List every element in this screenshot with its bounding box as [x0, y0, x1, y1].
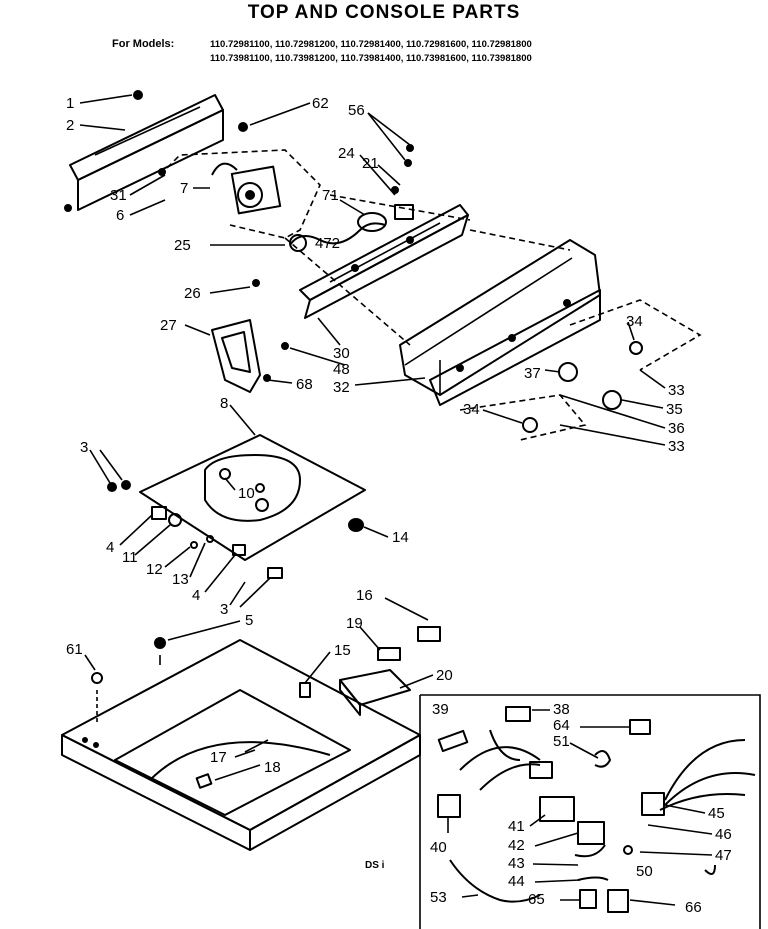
callout-32: 32: [333, 379, 350, 396]
knob-outline-lower: [459, 394, 587, 441]
callout-42: 42: [508, 837, 525, 854]
callout-47: 47: [715, 847, 732, 864]
model-numbers-line-2: 110.73981100, 110.73981200, 110.73981400…: [210, 53, 532, 64]
callout-43: 43: [508, 855, 525, 872]
callout-2: 2: [66, 117, 74, 134]
callout-40: 40: [430, 839, 447, 856]
callout-68: 68: [296, 376, 313, 393]
knob-34-lower: [522, 417, 538, 433]
callout-64: 64: [553, 717, 570, 734]
callout-21: 21: [362, 155, 379, 172]
bracket-part: [211, 279, 289, 393]
console-rail-part: [299, 204, 469, 319]
callout-12: 12: [146, 561, 163, 578]
callout-11: 11: [122, 549, 138, 566]
callout-472: 472: [315, 235, 340, 252]
callout-61: 61: [66, 641, 83, 658]
callout-24: 24: [338, 145, 355, 162]
callout-7: 7: [180, 180, 188, 197]
callout-62: 62: [312, 95, 329, 112]
callout-41: 41: [508, 818, 525, 835]
back-panel-part: [64, 90, 224, 212]
callout-labels: 1 2 62 56 24 21 31 6 7 71 25 472 26 27 3…: [66, 95, 732, 916]
console-panel-part: [399, 239, 601, 406]
callout-16: 16: [356, 587, 373, 604]
knob-outline-upper: [569, 299, 702, 371]
callout-48: 48: [333, 361, 350, 378]
callout-15: 15: [334, 642, 351, 659]
washer-top-part: [61, 637, 421, 851]
callout-39: 39: [432, 701, 449, 718]
callout-5: 5: [245, 612, 253, 629]
callout-25: 25: [174, 237, 191, 254]
knob-34-upper: [629, 341, 643, 355]
callout-36: 36: [668, 420, 685, 437]
diagram-title: TOP AND CONSOLE PARTS: [247, 2, 521, 23]
callout-8: 8: [220, 395, 228, 412]
callout-50: 50: [636, 863, 653, 880]
callout-34-lower: 34: [463, 401, 480, 418]
callout-30: 30: [333, 345, 350, 362]
callout-13: 13: [172, 571, 189, 588]
callout-45: 45: [708, 805, 725, 822]
callout-6: 6: [116, 207, 124, 224]
callout-19: 19: [346, 615, 363, 632]
screw-62: [238, 122, 248, 132]
top-cover-part: [107, 434, 366, 579]
callout-14: 14: [392, 529, 409, 546]
callout-1: 1: [66, 95, 74, 112]
timer-mount-outline: [159, 149, 321, 239]
callout-3-lower: 3: [220, 601, 228, 618]
callout-38: 38: [553, 701, 570, 718]
callout-20: 20: [436, 667, 453, 684]
callout-37: 37: [524, 365, 541, 382]
models-label: For Models:: [112, 38, 175, 50]
leader-lines: [79, 94, 713, 906]
callout-31: 31: [110, 187, 127, 204]
callout-17: 17: [210, 749, 227, 766]
callout-46: 46: [715, 826, 732, 843]
callout-51: 51: [553, 733, 570, 750]
timer-part: [158, 162, 282, 215]
callout-65: 65: [528, 891, 545, 908]
callout-4-left: 4: [106, 539, 114, 556]
lid-switch-part: [339, 626, 441, 716]
callout-18: 18: [264, 759, 281, 776]
switch-part: [357, 144, 414, 232]
callout-35: 35: [666, 401, 683, 418]
callout-27: 27: [160, 317, 177, 334]
callout-44: 44: [508, 873, 525, 890]
callout-3-upper: 3: [80, 439, 88, 456]
callout-4-right: 4: [192, 587, 200, 604]
callout-10: 10: [238, 485, 255, 502]
inset-box: [420, 694, 761, 929]
diagram-footnote: DS i: [365, 860, 385, 871]
callout-34-upper: 34: [626, 313, 643, 330]
callout-26: 26: [184, 285, 201, 302]
knob-37: [558, 362, 578, 382]
callout-56: 56: [348, 102, 365, 119]
knob-35: [602, 390, 622, 410]
model-numbers-line-1: 110.72981100, 110.72981200, 110.72981400…: [210, 39, 532, 50]
callout-71: 71: [322, 187, 339, 204]
callout-66: 66: [685, 899, 702, 916]
callout-33-lower: 33: [668, 438, 685, 455]
callout-53: 53: [430, 889, 447, 906]
callout-33-upper: 33: [668, 382, 685, 399]
